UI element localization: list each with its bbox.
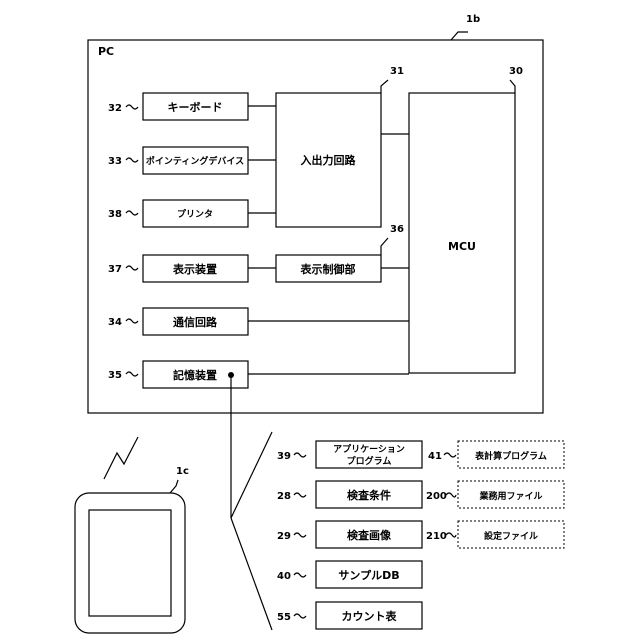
leader-1c: [170, 480, 178, 493]
pc-label: PC: [98, 45, 114, 58]
leader-41: [444, 453, 456, 457]
app-program-label-2: プログラム: [347, 455, 392, 467]
leader-28: [294, 493, 306, 497]
ref-41: 41: [428, 451, 442, 462]
pointing-device-label: ポインティングデバイス: [146, 155, 244, 167]
ref-1b: 1b: [466, 14, 480, 25]
storage-device-label: 記憶装置: [173, 368, 217, 382]
inspection-image-label: 検査画像: [347, 528, 392, 542]
tablet-screen: [89, 510, 171, 616]
comm-circuit-label: 通信回路: [173, 315, 218, 329]
count-table-label: カウント表: [342, 609, 398, 623]
leader-55: [294, 614, 306, 618]
inspection-condition-label: 検査条件: [347, 488, 391, 502]
ref-38: 38: [108, 209, 122, 220]
ref-33: 33: [108, 156, 122, 167]
leader-40: [294, 573, 306, 577]
ref-1c: 1c: [176, 466, 189, 477]
sample-db-label: サンプルDB: [338, 568, 399, 582]
printer-label: プリンタ: [177, 208, 213, 220]
leader-1b: [451, 32, 468, 40]
mcu-label: MCU: [448, 240, 476, 253]
mcu-box: [409, 93, 515, 373]
wireless-signal-icon: [104, 437, 138, 479]
leader-210: [446, 533, 456, 537]
ref-32: 32: [108, 103, 122, 114]
ref-34: 34: [108, 317, 122, 328]
leader-200: [446, 493, 456, 497]
io-circuit-label: 入出力回路: [301, 153, 357, 167]
ref-55: 55: [277, 612, 291, 623]
ref-200: 200: [426, 491, 447, 502]
ref-28: 28: [277, 491, 291, 502]
display-control-label: 表示制御部: [300, 262, 356, 276]
business-file-label: 業務用ファイル: [478, 490, 542, 502]
spreadsheet-program-label: 表計算プログラム: [474, 450, 547, 462]
display-device-label: 表示装置: [172, 262, 217, 276]
ref-210: 210: [426, 531, 447, 542]
settings-file-label: 設定ファイル: [484, 530, 538, 542]
app-program-label-1: アプリケーション: [333, 443, 405, 455]
ref-31: 31: [390, 66, 404, 77]
ref-40: 40: [277, 571, 291, 582]
ref-36: 36: [390, 224, 404, 235]
ref-37: 37: [108, 264, 122, 275]
expand-bottom-line: [231, 518, 272, 630]
leader-29: [294, 533, 306, 537]
expand-top-line: [231, 432, 272, 518]
ref-35: 35: [108, 370, 122, 381]
leader-39: [294, 453, 306, 457]
ref-39: 39: [277, 451, 291, 462]
ref-29: 29: [277, 531, 291, 542]
keyboard-label: キーボード: [168, 100, 223, 114]
ref-30: 30: [509, 66, 523, 77]
